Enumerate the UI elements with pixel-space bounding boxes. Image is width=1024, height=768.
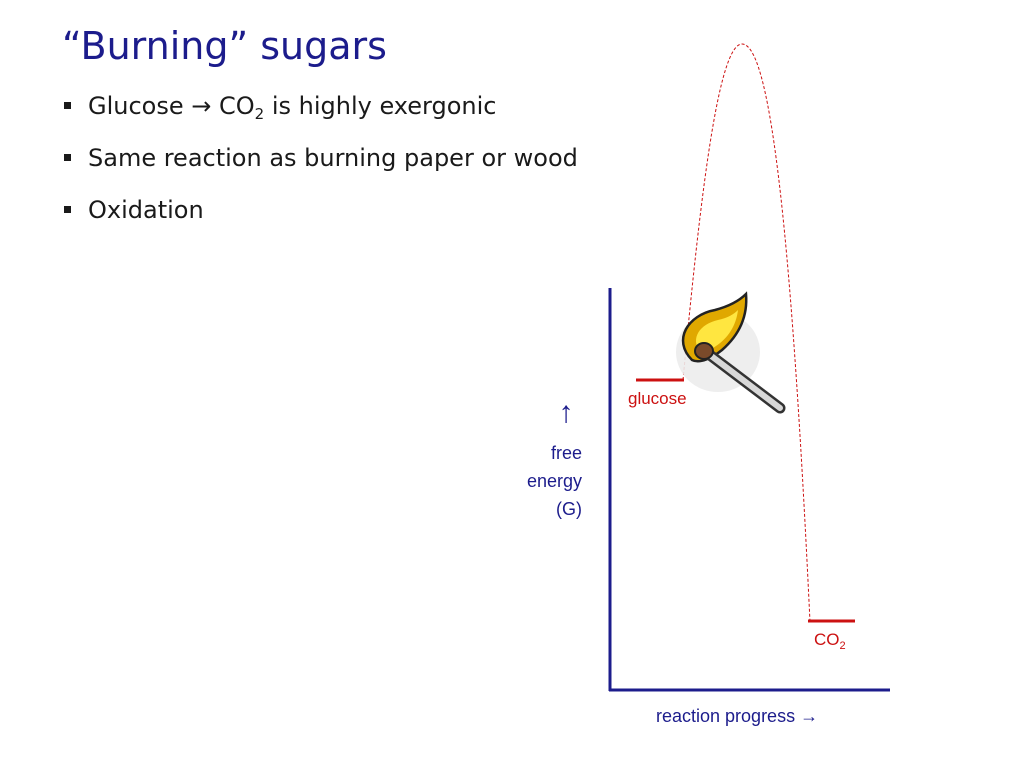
square-bullet-icon [64,206,71,213]
y-axis-label-line-3: (G) [556,499,582,519]
bullet-text: Oxidation [88,196,204,224]
co2-label-subscript: 2 [840,640,846,652]
glucose-label: glucose [628,389,687,408]
bullet-text-post: is highly exergonic [264,92,497,120]
x-axis-label: reaction progress → [656,706,818,726]
bullet-list: Glucose → CO2 is highly exergonic Same r… [62,88,578,244]
slide-title: “Burning” sugars [62,24,387,68]
bullet-text: Same reaction as burning paper or wood [88,144,578,172]
y-axis-label-line-2: energy [527,471,582,491]
bullet-item-burning: Same reaction as burning paper or wood [62,140,578,192]
reaction-curve [682,43,811,623]
square-bullet-icon [64,154,71,161]
y-axis-arrow: ↑ [559,396,574,429]
lit-match-icon [676,291,786,414]
square-bullet-icon [64,102,71,109]
y-axis-label-line-1: free [551,443,582,463]
bullet-item-glucose-co2: Glucose → CO2 is highly exergonic [62,88,578,140]
co2-label-main: CO [814,630,840,649]
co2-label: CO2 [814,630,846,652]
bullet-item-oxidation: Oxidation [62,192,578,244]
bullet-text-subscript: 2 [254,105,265,123]
bullet-text-pre: Glucose → CO [88,92,255,120]
